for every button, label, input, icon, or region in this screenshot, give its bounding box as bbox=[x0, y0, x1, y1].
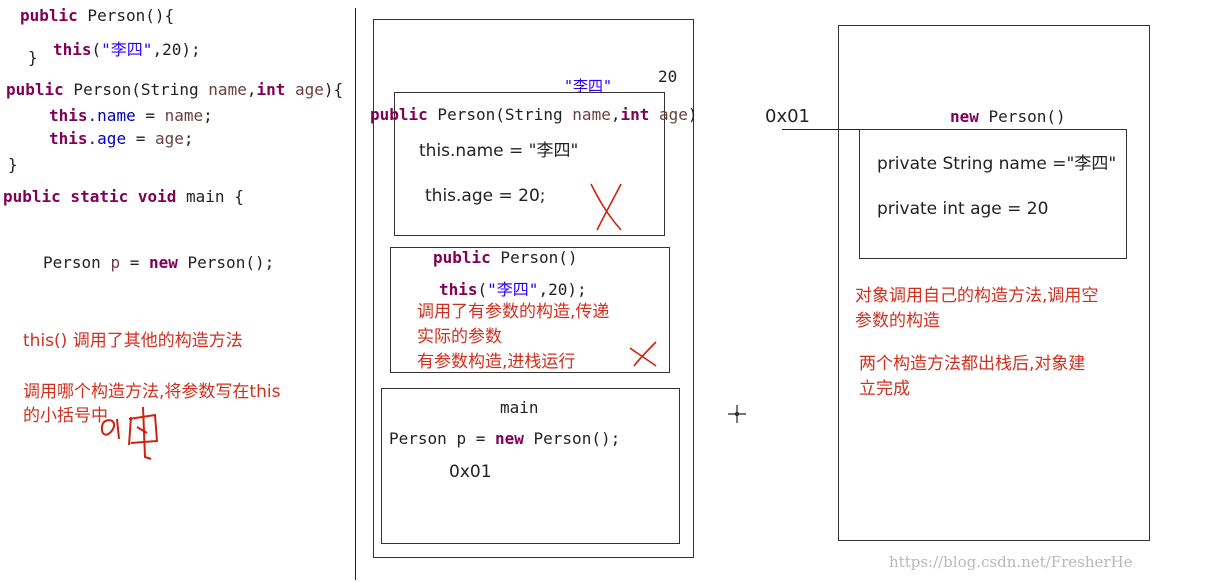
note-this-call: this() 调用了其他的构造方法 bbox=[23, 331, 243, 351]
code-ctor0-this-call: this("李四",20); bbox=[53, 40, 201, 59]
stack-frame-ctor-params bbox=[394, 92, 665, 236]
frame-note-line1: 调用了有参数的构造,传递 bbox=[417, 302, 610, 322]
watermark-text: https://blog.csdn.net/FresherHe bbox=[889, 553, 1133, 571]
stack-frame-ctor-empty bbox=[390, 247, 670, 373]
code-main-signature: public static void main { bbox=[3, 187, 244, 206]
cross-mark-icon bbox=[590, 183, 622, 231]
stack-frame-main bbox=[381, 388, 680, 544]
frame-note-line2: 实际的参数 bbox=[417, 327, 502, 347]
crosshair-cursor-icon bbox=[728, 405, 746, 423]
heap-note1-line1: 对象调用自己的构造方法,调用空 bbox=[855, 286, 1099, 306]
heap-field-name: private String name ="李四" bbox=[877, 154, 1117, 174]
stack-area bbox=[373, 19, 694, 558]
code-assign-name: this.name = name; bbox=[49, 106, 213, 125]
heap-object-box bbox=[859, 129, 1127, 259]
note-params-line2: 的小括号中 bbox=[23, 406, 108, 426]
code-main-body: Person p = new Person(); bbox=[43, 253, 275, 272]
frame-note-line3: 有参数构造,进栈运行 bbox=[417, 352, 576, 372]
cross-mark-small-icon bbox=[629, 341, 657, 367]
reference-arrow-line bbox=[782, 129, 860, 130]
arg-string-value: "李四" bbox=[564, 77, 613, 95]
frame-main-code: Person p = new Person(); bbox=[389, 429, 621, 448]
heap-note2-line1: 两个构造方法都出栈后,对象建 bbox=[859, 354, 1086, 374]
code-assign-age: this.age = age; bbox=[49, 129, 194, 148]
heap-note1-line2: 参数的构造 bbox=[855, 311, 940, 331]
heap-address-label: 0x01 bbox=[765, 106, 811, 127]
frame-ctor-params-name: this.name = "李四" bbox=[419, 141, 579, 161]
frame-main-address: 0x01 bbox=[449, 462, 492, 482]
heap-note2-line2: 立完成 bbox=[859, 379, 910, 399]
code-ctor1-close: } bbox=[8, 155, 18, 174]
frame-main-title: main bbox=[500, 398, 539, 417]
note-params-line1: 调用哪个构造方法,将参数写在this bbox=[23, 382, 281, 402]
heap-area bbox=[838, 25, 1150, 541]
frame-ctor-params-age: this.age = 20; bbox=[425, 186, 546, 206]
frame-ctor-params-signature: public Person(String name,int age) bbox=[370, 105, 698, 124]
frame-ctor-empty-this-call: this("李四",20); bbox=[439, 280, 587, 299]
code-ctor0-signature: public Person(){ bbox=[20, 6, 175, 25]
code-ctor0-close: } bbox=[28, 48, 38, 67]
heap-object-title: new Person() bbox=[950, 107, 1066, 126]
arg-number-value: 20 bbox=[658, 67, 678, 86]
divider-line bbox=[355, 8, 356, 580]
heap-field-age: private int age = 20 bbox=[877, 199, 1049, 219]
frame-ctor-empty-signature: public Person() bbox=[433, 248, 578, 267]
handwriting-zhong-icon bbox=[101, 406, 159, 460]
code-ctor1-signature: public Person(String name,int age){ bbox=[6, 80, 344, 99]
